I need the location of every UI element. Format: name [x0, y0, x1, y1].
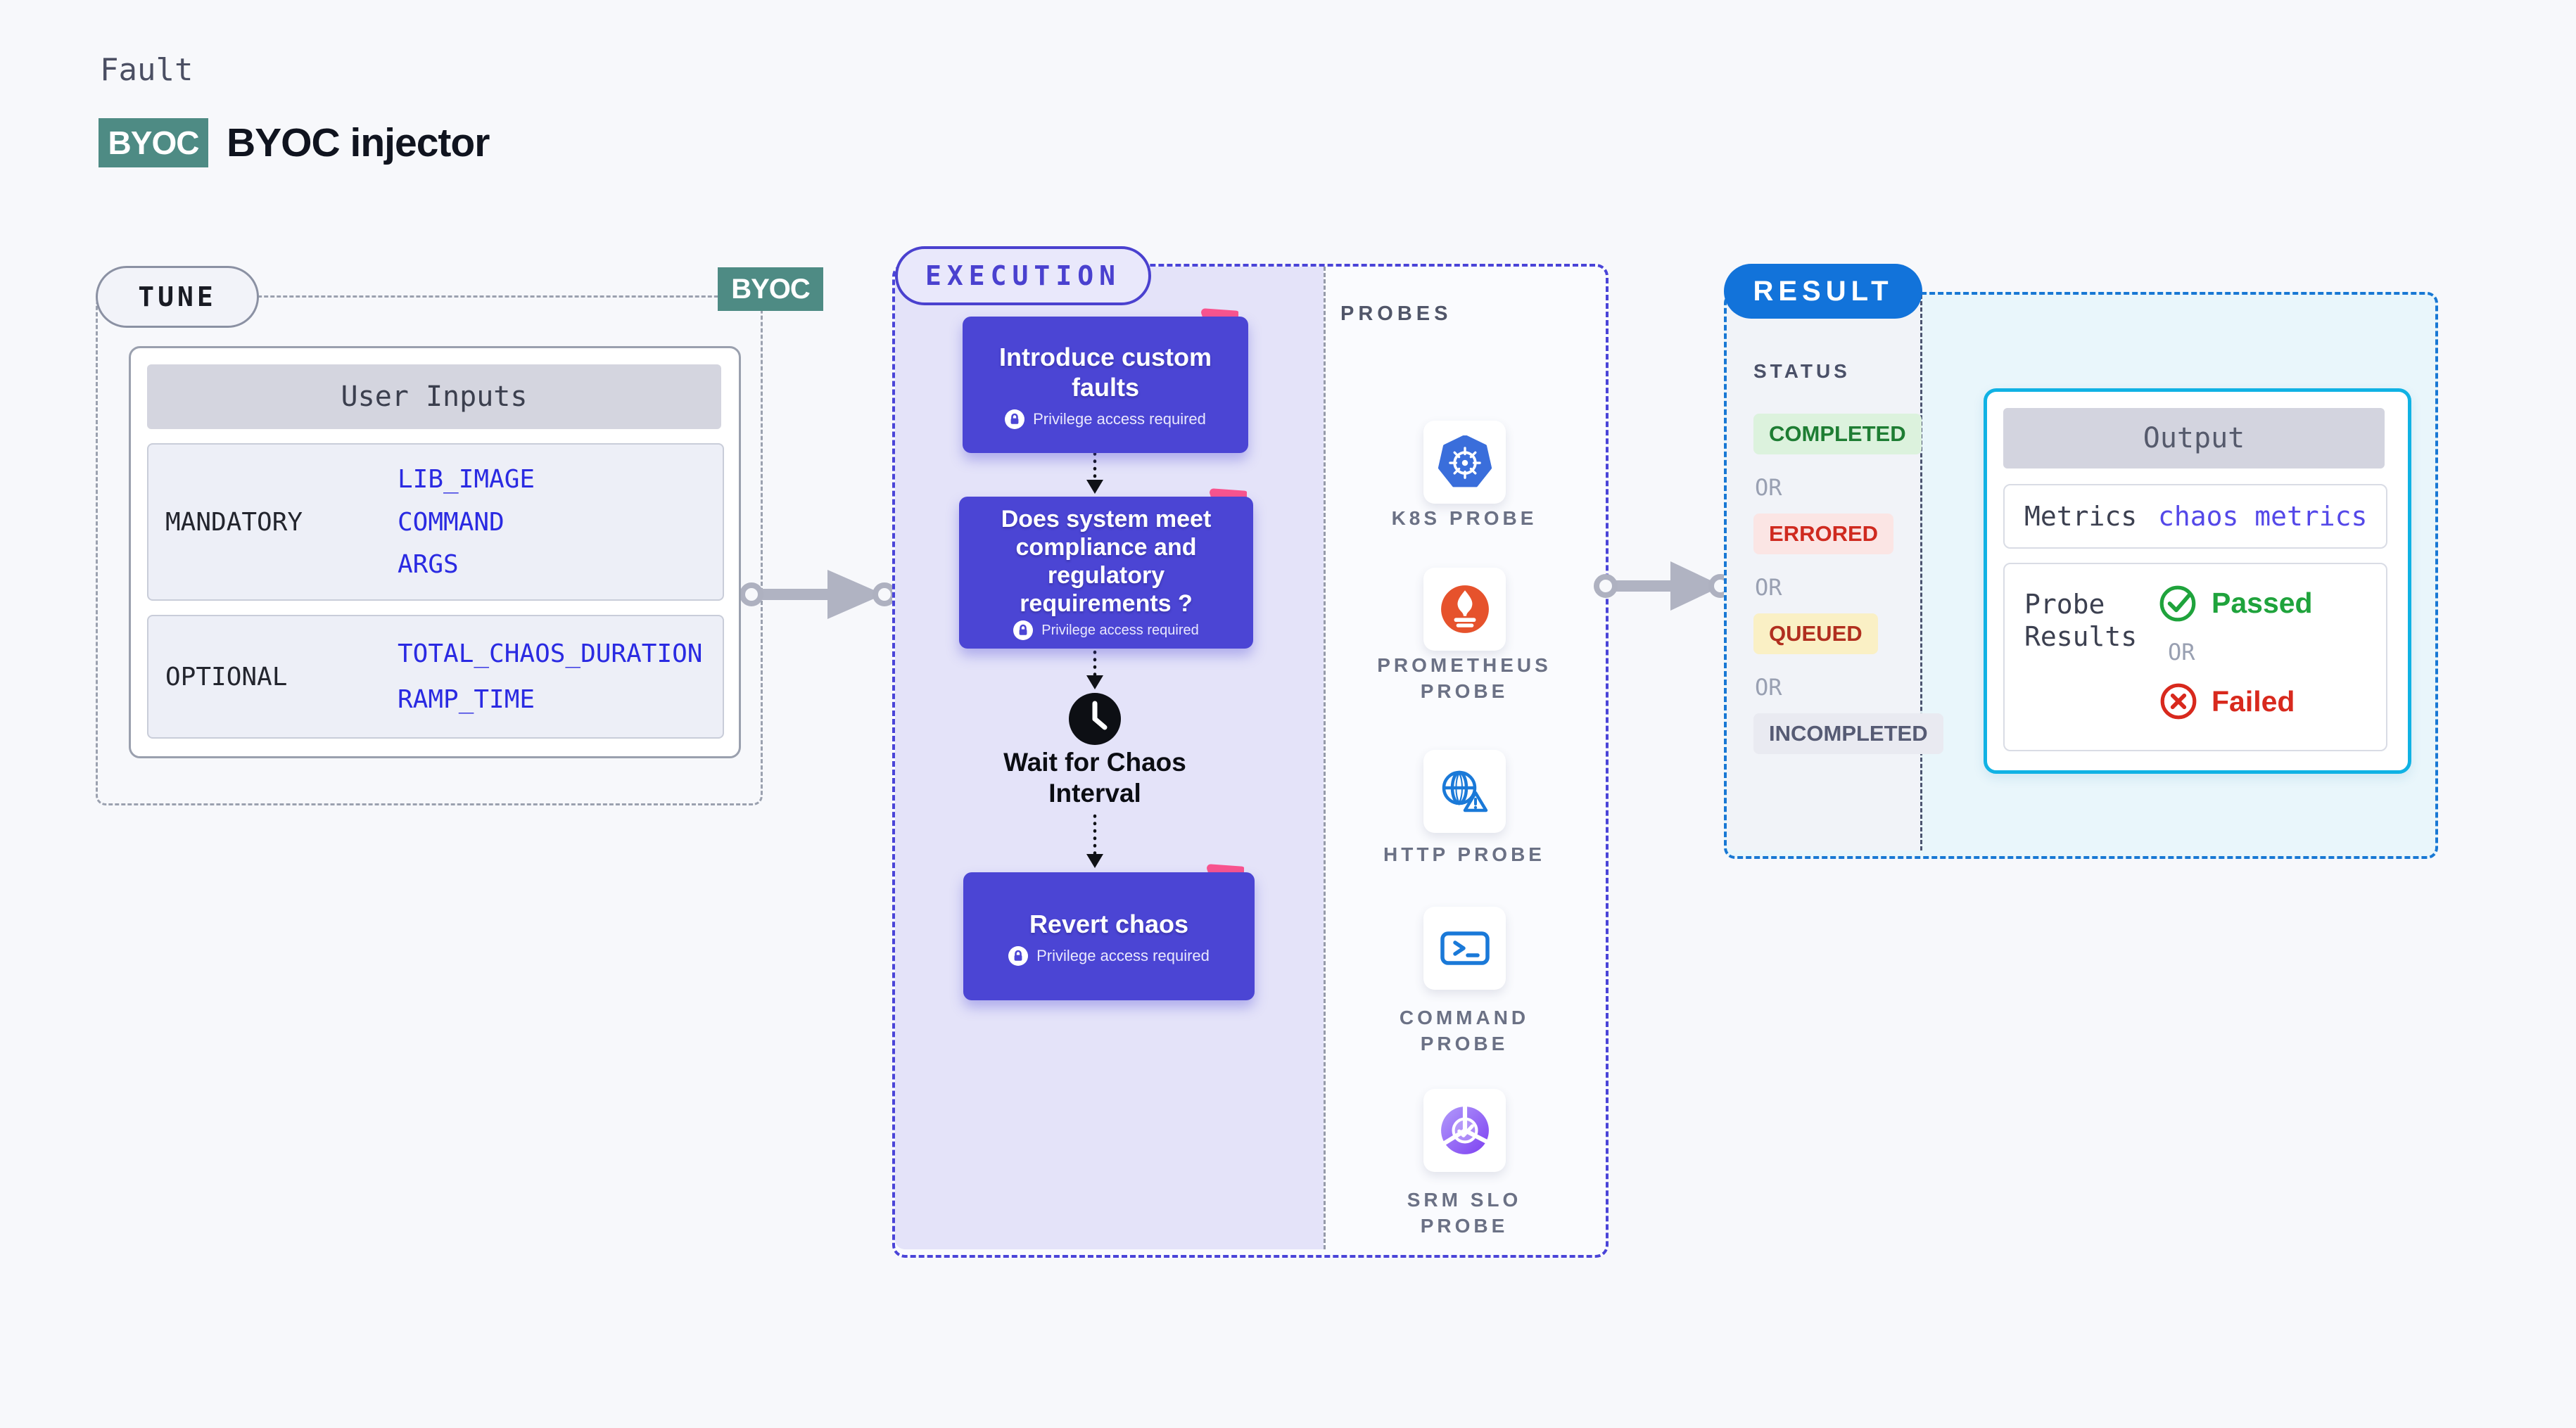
env-var: LIB_IMAGE [398, 465, 535, 495]
step-title: Does system meet compliance and regulato… [1001, 506, 1212, 617]
env-var: ARGS [398, 549, 459, 579]
wait-interval-label: Wait for Chaos Interval [1003, 748, 1186, 808]
byoc-title-badge: BYOC [99, 118, 208, 167]
lock-icon [1005, 409, 1025, 429]
or-separator: OR [1755, 674, 1782, 701]
probe-card-http [1423, 750, 1506, 833]
byoc-corner-badge: BYOC [718, 267, 823, 311]
probe-results-label: Probe Results [2024, 589, 2138, 652]
probes-header: PROBES [1340, 302, 1452, 325]
or-separator: OR [2168, 639, 2195, 665]
status-column [1727, 295, 1920, 850]
probe-label: HTTP PROBE [1383, 843, 1545, 865]
step-revert-chaos: Revert chaos Privilege access required [963, 872, 1255, 1000]
step-title: Revert chaos [1029, 909, 1189, 938]
execution-pill: EXECUTION [895, 246, 1151, 305]
execution-probes-divider [1324, 267, 1326, 1249]
output-header: Output [2003, 408, 2385, 468]
probe-label: K8S PROBE [1391, 507, 1537, 529]
status-badge-incompleted: INCOMPLETED [1753, 713, 1943, 754]
optional-values: TOTAL_CHAOS_DURATION RAMP_TIME [398, 616, 723, 737]
passed-row: Passed [2158, 582, 2313, 623]
probe-card-prometheus [1423, 568, 1506, 651]
probe-card-command [1423, 907, 1506, 990]
privilege-label: Privilege access required [1033, 410, 1206, 428]
status-badge-errored: ERRORED [1753, 514, 1894, 554]
tune-pill: TUNE [96, 266, 259, 328]
mandatory-values: LIB_IMAGE COMMAND ARGS [398, 445, 723, 599]
fault-eyebrow: Fault [100, 52, 193, 88]
status-badge-completed: COMPLETED [1753, 414, 1922, 454]
or-separator: OR [1755, 474, 1782, 501]
result-pill: RESULT [1724, 264, 1922, 319]
status-badge-queued: QUEUED [1753, 613, 1878, 654]
mandatory-row: MANDATORY LIB_IMAGE COMMAND ARGS [147, 443, 724, 601]
probe-results-values: Passed OR Failed [2158, 582, 2313, 722]
failed-row: Failed [2158, 681, 2313, 722]
probe-label: PROMETHEUS PROBE [1377, 654, 1552, 702]
optional-row: OPTIONAL TOTAL_CHAOS_DURATION RAMP_TIME [147, 615, 724, 739]
metrics-label: Metrics [2024, 501, 2138, 532]
flow-arrow-icon [1594, 561, 1732, 611]
probe-card-srm-slo [1423, 1089, 1506, 1172]
env-var: TOTAL_CHAOS_DURATION [398, 639, 703, 669]
mandatory-label: MANDATORY [165, 507, 303, 537]
kubernetes-icon [1438, 435, 1492, 487]
env-var: RAMP_TIME [398, 684, 535, 714]
privilege-row: Privilege access required [1008, 945, 1210, 966]
probe-label: COMMAND PROBE [1399, 1007, 1530, 1054]
status-header: STATUS [1753, 360, 1851, 382]
metrics-value: chaos metrics [2158, 501, 2368, 532]
passed-label: Passed [2212, 586, 2313, 619]
tune-section-box [96, 295, 763, 805]
optional-label: OPTIONAL [165, 662, 288, 691]
lock-icon [1008, 945, 1029, 966]
privilege-label: Privilege access required [1036, 946, 1210, 964]
flow-arrow-icon [740, 570, 896, 619]
terminal-icon [1440, 931, 1490, 965]
x-circle-icon [2160, 683, 2197, 720]
lock-icon [1013, 620, 1034, 640]
clock-icon [1069, 693, 1121, 745]
privilege-row: Privilege access required [1005, 409, 1206, 429]
probe-label: SRM SLO PROBE [1407, 1189, 1522, 1237]
check-circle-icon [2159, 585, 2196, 622]
status-output-divider [1920, 295, 1922, 850]
env-var: COMMAND [398, 507, 505, 537]
probe-card-k8s [1423, 421, 1506, 504]
privilege-label: Privilege access required [1041, 622, 1199, 638]
failed-label: Failed [2212, 684, 2295, 718]
or-separator: OR [1755, 574, 1782, 601]
step-compliance-check: Does system meet compliance and regulato… [959, 497, 1253, 649]
privilege-row: Privilege access required [1013, 620, 1199, 640]
step-introduce-faults: Introduce custom faults Privilege access… [963, 317, 1248, 453]
page-title: BYOC injector [227, 120, 490, 165]
slo-gauge-icon [1440, 1105, 1489, 1154]
probe-results-row: Probe Results Passed OR Failed [2003, 563, 2387, 751]
dotted-arrow-icon [1086, 814, 1103, 868]
metrics-row: Metrics chaos metrics [2003, 484, 2387, 549]
user-inputs-header: User Inputs [147, 364, 721, 429]
prometheus-icon [1440, 585, 1489, 633]
globe-warning-icon [1442, 770, 1487, 812]
step-title: Introduce custom faults [998, 343, 1212, 402]
